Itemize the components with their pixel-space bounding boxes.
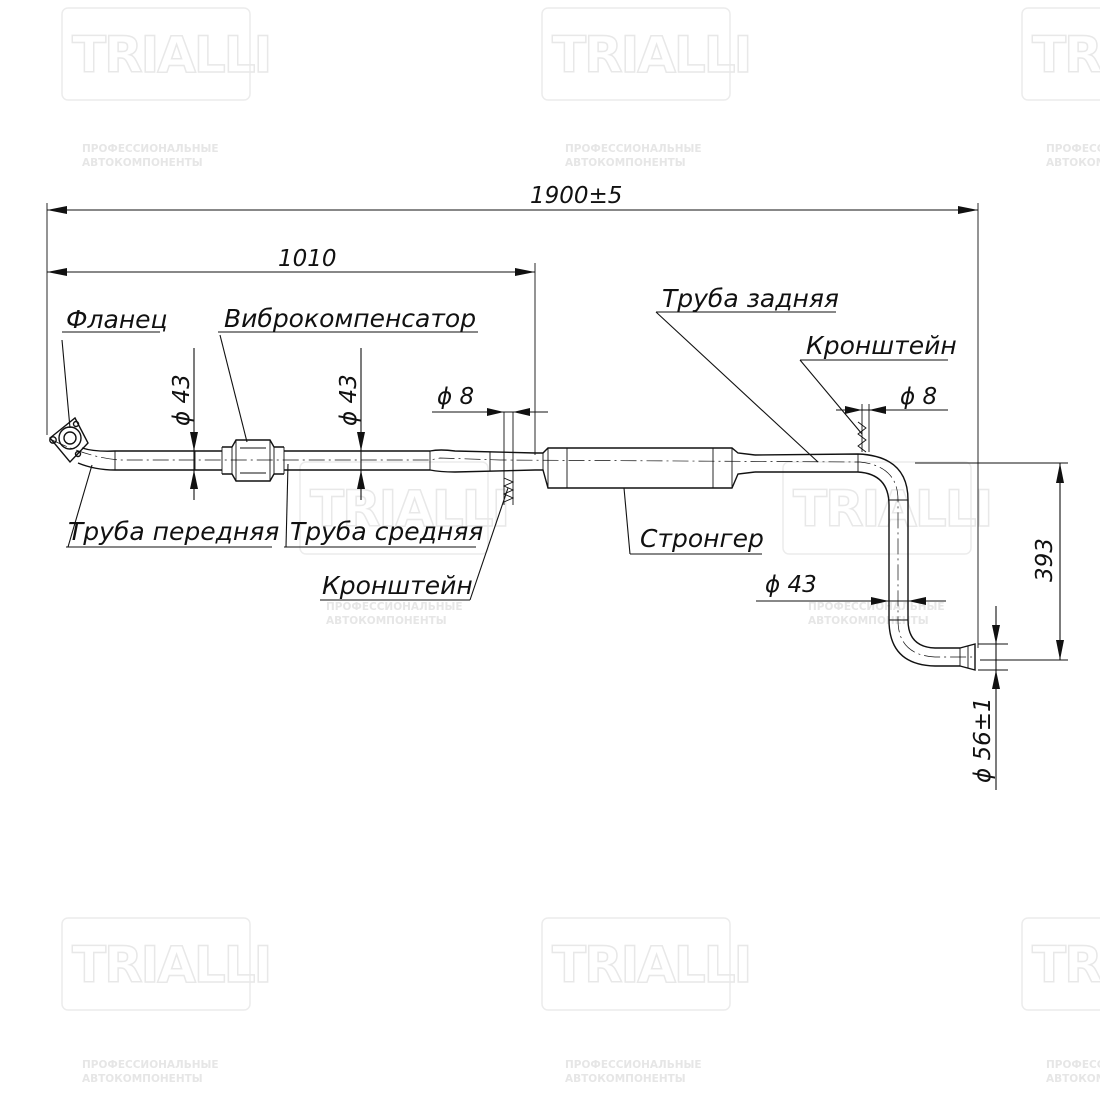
watermark-logo: TRIALLI [1032, 936, 1100, 994]
label-bracket-2-group: Кронштейн [799, 331, 957, 435]
outlet-flare [959, 643, 976, 671]
label-front-pipe-group: Труба передняя [66, 464, 279, 548]
dimension-mid-length: 1010 [47, 246, 536, 455]
watermark-tagline: ПРОФЕССИОНАЛЬНЫЕ [565, 1059, 702, 1071]
label-front-pipe: Труба передняя [68, 517, 279, 546]
dimension-dia-bracket-2: ϕ 8 [836, 384, 948, 414]
label-rear-pipe: Труба задняя [662, 284, 839, 313]
watermark-tagline: АВТОКОМПОНЕНТЫ [326, 615, 447, 627]
bracket-2 [857, 404, 870, 453]
label-rear-pipe-group: Труба задняя [655, 284, 839, 463]
watermark-tagline: ПРОФЕССИОНАЛЬНЫЕ [1046, 1059, 1100, 1071]
dimension-dia-bracket-1: ϕ 8 [432, 384, 548, 416]
dia-front-value: ϕ 43 [169, 374, 195, 426]
label-bracket-2: Кронштейн [806, 331, 957, 360]
dia-outlet-value: ϕ 56±1 [970, 697, 996, 783]
watermark-logo: TRIALLI [72, 26, 270, 84]
dia-bracket-1-value: ϕ 8 [437, 384, 474, 410]
dimension-dia-rear: ϕ 43 [756, 572, 946, 605]
label-bracket-1-group: Кронштейн [320, 487, 509, 601]
bracket-1 [502, 412, 515, 505]
watermark-tagline: АВТОКОМПОНЕНТЫ [82, 1073, 203, 1085]
flange [49, 416, 89, 464]
watermark-tagline: ПРОФЕССИОНАЛЬНЫЕ [808, 601, 945, 613]
watermark-logo: TRIALLI [552, 936, 750, 994]
label-mid-pipe: Труба средняя [290, 517, 483, 546]
watermark-tagline: ПРОФЕССИОНАЛЬНЫЕ [82, 143, 219, 155]
dia-bracket-2-value: ϕ 8 [900, 384, 937, 410]
watermark-tagline: ПРОФЕССИОНАЛЬНЫЕ [1046, 143, 1100, 155]
watermark-tagline: АВТОКОМПОНЕНТЫ [1046, 1073, 1100, 1085]
label-mid-pipe-group: Труба средняя [284, 463, 483, 548]
watermark-tagline: ПРОФЕССИОНАЛЬНЫЕ [565, 143, 702, 155]
dimension-dia-mid: ϕ 43 [336, 348, 365, 500]
dimension-dia-front: ϕ 43 [169, 348, 198, 500]
label-vibro-group: Виброкомпенсатор [218, 304, 478, 443]
height-value: 393 [1032, 538, 1058, 582]
label-stronger: Стронгер [640, 524, 764, 553]
watermark-tagline: АВТОКОМПОНЕНТЫ [565, 1073, 686, 1085]
label-flange: Фланец [66, 305, 168, 334]
dimension-dia-outlet: ϕ 56±1 [970, 606, 1008, 790]
watermark-tagline: ПРОФЕССИОНАЛЬНЫЕ [82, 1059, 219, 1071]
label-vibro-compensator: Виброкомпенсатор [224, 304, 476, 333]
watermark-logo: TRIALLI [310, 480, 508, 538]
overall-length-value: 1900±5 [530, 183, 622, 209]
watermark-tagline: АВТОКОМПОНЕНТЫ [1046, 157, 1100, 169]
watermark-group: TRIALLI ПРОФЕССИОНАЛЬНЫЕ АВТОКОМПОНЕНТЫ … [61, 7, 1100, 1085]
watermark-logo: TRIALLI [72, 936, 270, 994]
label-flange-group: Фланец [61, 305, 168, 429]
dia-mid-value: ϕ 43 [336, 374, 362, 426]
dia-rear-value: ϕ 43 [765, 572, 817, 598]
stronger-muffler [535, 447, 756, 489]
vibro-compensator [221, 439, 285, 482]
label-stronger-group: Стронгер [623, 487, 764, 555]
dimension-height: 393 [915, 462, 1068, 661]
watermark-logo: TRIALLI [793, 480, 991, 538]
watermark-tagline: ПРОФЕССИОНАЛЬНЫЕ [326, 601, 463, 613]
mid-length-value: 1010 [278, 246, 337, 272]
watermark-tagline: АВТОКОМПОНЕНТЫ [565, 157, 686, 169]
watermark-logo: TRIALLI [1032, 26, 1100, 84]
watermark-tagline: АВТОКОМПОНЕНТЫ [82, 157, 203, 169]
watermark-tagline: АВТОКОМПОНЕНТЫ [808, 615, 929, 627]
label-bracket-1: Кронштейн [322, 571, 473, 600]
watermark-logo: TRIALLI [552, 26, 750, 84]
exhaust-pipe [49, 404, 976, 671]
dimension-overall-length: 1900±5 [46, 183, 979, 648]
